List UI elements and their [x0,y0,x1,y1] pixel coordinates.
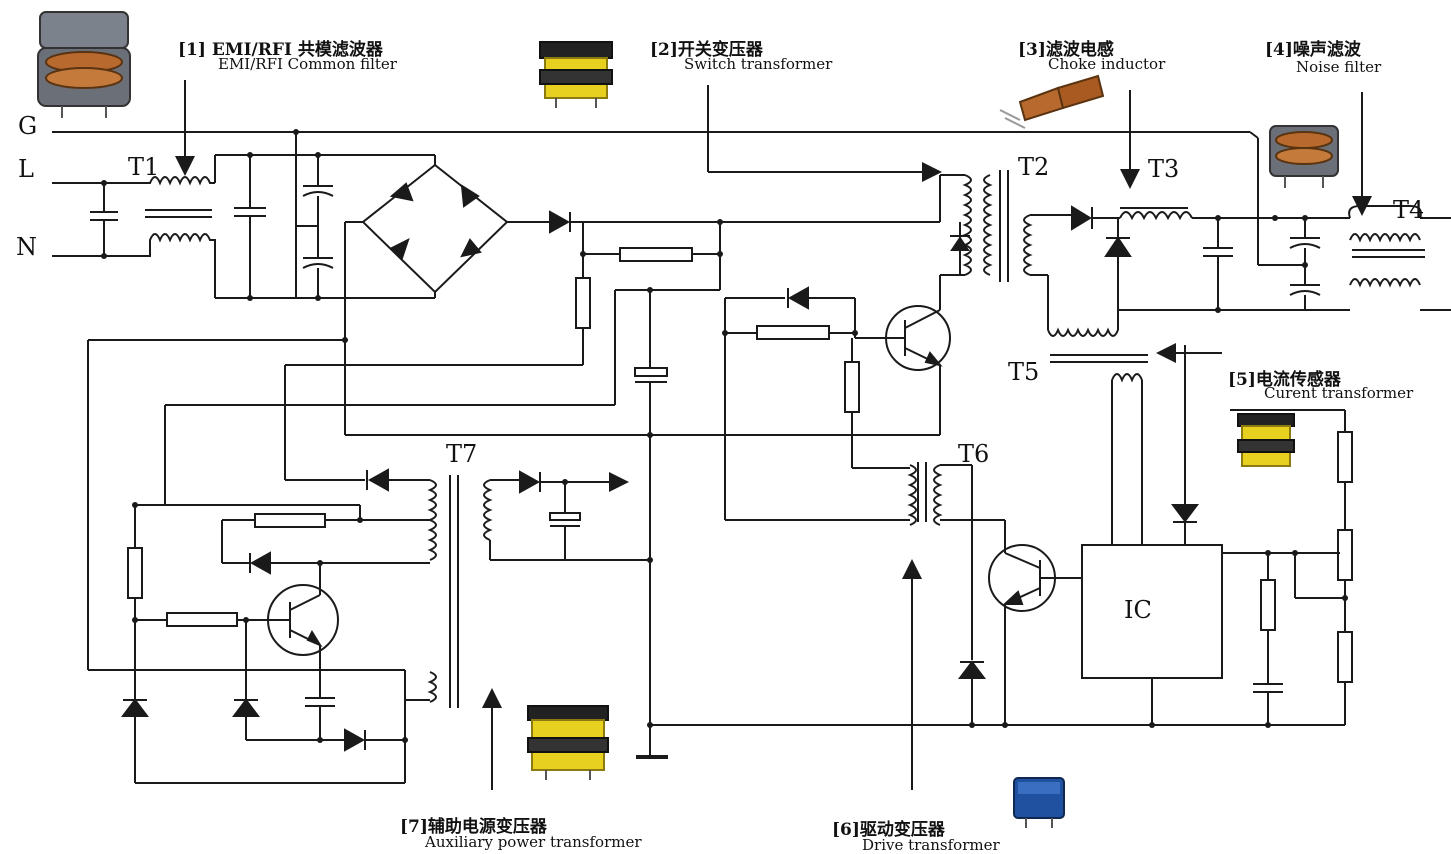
callout-5-title: [5]电流传感器 [1228,370,1341,390]
callout-6-title: [6]驱动变压器 [832,820,945,840]
callout-5-subtitle: Curent transformer [1264,384,1414,402]
designator-t7: T7 [446,440,478,468]
designator-t4: T4 [1393,196,1425,224]
emi-filter-photo-icon [37,11,131,118]
callout-4-subtitle: Noise filter [1296,58,1382,76]
callout-4-title: [4]噪声滤波 [1265,40,1361,60]
main-switch-transistor [855,305,951,371]
callout-1-title: [1] EMI/RFI 共模滤波器 [178,40,383,60]
t1-common-mode-choke [140,176,216,257]
designator-ic: IC [1124,596,1152,624]
control-ic [1081,544,1223,679]
rail-label-n: N [16,233,37,261]
t6-drive-transformer [907,462,943,526]
callout-3-title: [3]滤波电感 [1018,40,1114,60]
bridge-rectifier [361,155,509,298]
driver-transistor [988,544,1082,612]
designator-t2: T2 [1018,153,1050,181]
designator-t6: T6 [958,440,990,468]
callout-2-subtitle: Switch transformer [684,55,833,73]
callout-7-subtitle: Auxiliary power transformer [425,833,642,851]
callout-7-title: [7]辅助电源变压器 [400,817,547,837]
callout-1-subtitle: EMI/RFI Common filter [218,55,397,73]
designator-t3: T3 [1148,155,1180,183]
t7-auxiliary-transformer [427,475,493,708]
callout-3-subtitle: Choke inductor [1048,55,1166,73]
designator-t1: T1 [128,153,160,181]
designator-t5: T5 [1008,358,1040,386]
noise-filter-photo-icon [1269,125,1339,188]
current-transformer-photo-icon [1237,413,1295,467]
switch-transformer-photo-icon [539,41,613,108]
choke-inductor-photo-icon [999,74,1105,129]
callout-6-subtitle: Drive transformer [862,836,1000,854]
drive-transformer-photo-icon [1013,777,1065,828]
t4-noise-filter [1348,205,1425,288]
callout-2-title: [2]开关变压器 [650,40,763,60]
aux-transformer-photo-icon [527,705,609,780]
t2-switch-transformer [962,170,1033,282]
t3-choke-inductor [1119,207,1193,221]
rail-label-l: L [18,155,34,183]
rail-label-g: G [18,112,38,140]
t5-current-transformer [1047,327,1148,383]
